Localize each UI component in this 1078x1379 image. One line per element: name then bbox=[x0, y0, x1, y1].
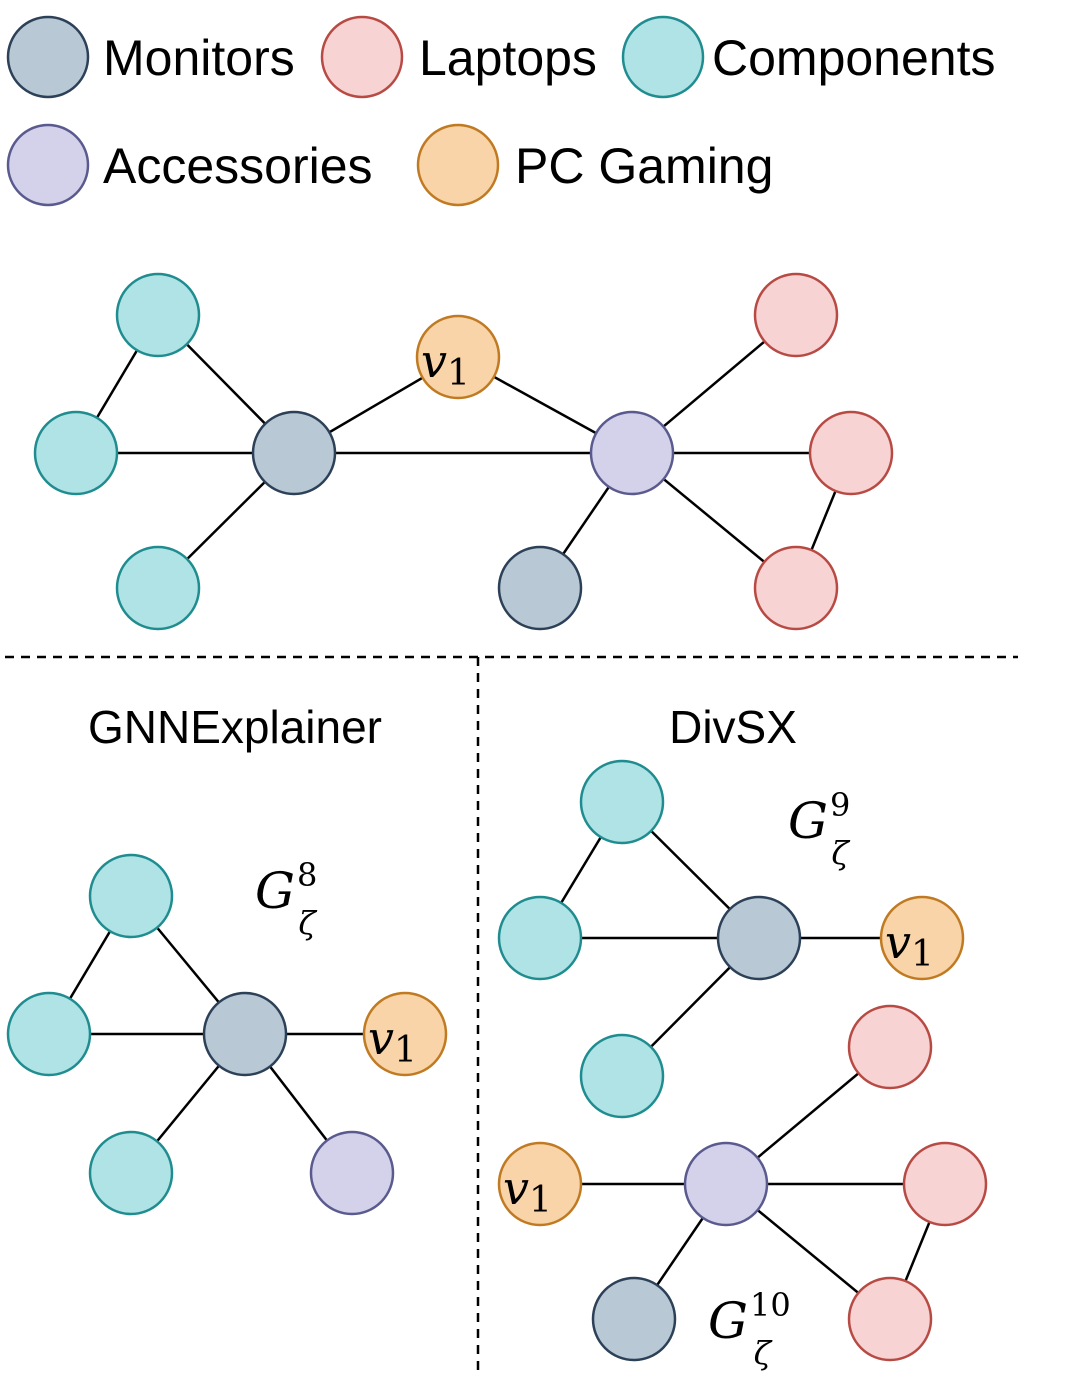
component-node bbox=[88, 853, 174, 939]
pc-gaming-node-v1 bbox=[497, 1141, 583, 1227]
node-label-v1: v1 bbox=[503, 1161, 552, 1221]
laptop-node bbox=[847, 1004, 933, 1090]
laptop-node bbox=[847, 1276, 933, 1362]
laptop-node bbox=[808, 410, 894, 496]
pc-gaming-node-v1 bbox=[362, 991, 448, 1077]
full-graph: v1 bbox=[33, 272, 894, 631]
legend-label-components: Components bbox=[712, 30, 996, 86]
component-node bbox=[115, 545, 201, 631]
legend-label-accessories: Accessories bbox=[103, 138, 373, 194]
accessory-node bbox=[309, 1130, 395, 1216]
legend-label-laptops: Laptops bbox=[419, 30, 597, 86]
accessory-node bbox=[589, 410, 675, 496]
monitor-node bbox=[497, 545, 583, 631]
node-label-v1: v1 bbox=[368, 1011, 417, 1071]
component-node bbox=[497, 895, 583, 981]
monitor-node bbox=[251, 410, 337, 496]
node-label-v1: v1 bbox=[421, 334, 470, 394]
legend-swatch-components bbox=[621, 15, 705, 99]
component-node bbox=[115, 272, 201, 358]
laptop-node bbox=[902, 1141, 988, 1227]
monitor-node bbox=[202, 991, 288, 1077]
legend-label-monitors: Monitors bbox=[103, 30, 295, 86]
monitor-node bbox=[591, 1276, 677, 1362]
pc-gaming-node-v1 bbox=[415, 314, 501, 400]
component-node bbox=[88, 1130, 174, 1216]
panel-title-gnnexplainer: GNNExplainer bbox=[88, 701, 382, 753]
panel-title-divsx: DivSX bbox=[669, 701, 797, 753]
legend-swatch-pc-gaming bbox=[416, 123, 500, 207]
node-label-v1: v1 bbox=[885, 915, 934, 975]
legend-label-pc-gaming: PC Gaming bbox=[515, 138, 773, 194]
component-node bbox=[6, 991, 92, 1077]
accessory-node bbox=[683, 1141, 769, 1227]
laptop-node bbox=[753, 272, 839, 358]
legend-swatch-accessories bbox=[6, 123, 90, 207]
monitor-node bbox=[716, 895, 802, 981]
legend-swatch-monitors bbox=[6, 15, 90, 99]
component-node bbox=[579, 1033, 665, 1119]
legend: Monitors Laptops Components Accessories … bbox=[6, 15, 996, 207]
component-node bbox=[33, 410, 119, 496]
legend-swatch-laptops bbox=[320, 15, 404, 99]
pc-gaming-node-v1 bbox=[879, 895, 965, 981]
component-node bbox=[579, 759, 665, 845]
laptop-node bbox=[753, 545, 839, 631]
